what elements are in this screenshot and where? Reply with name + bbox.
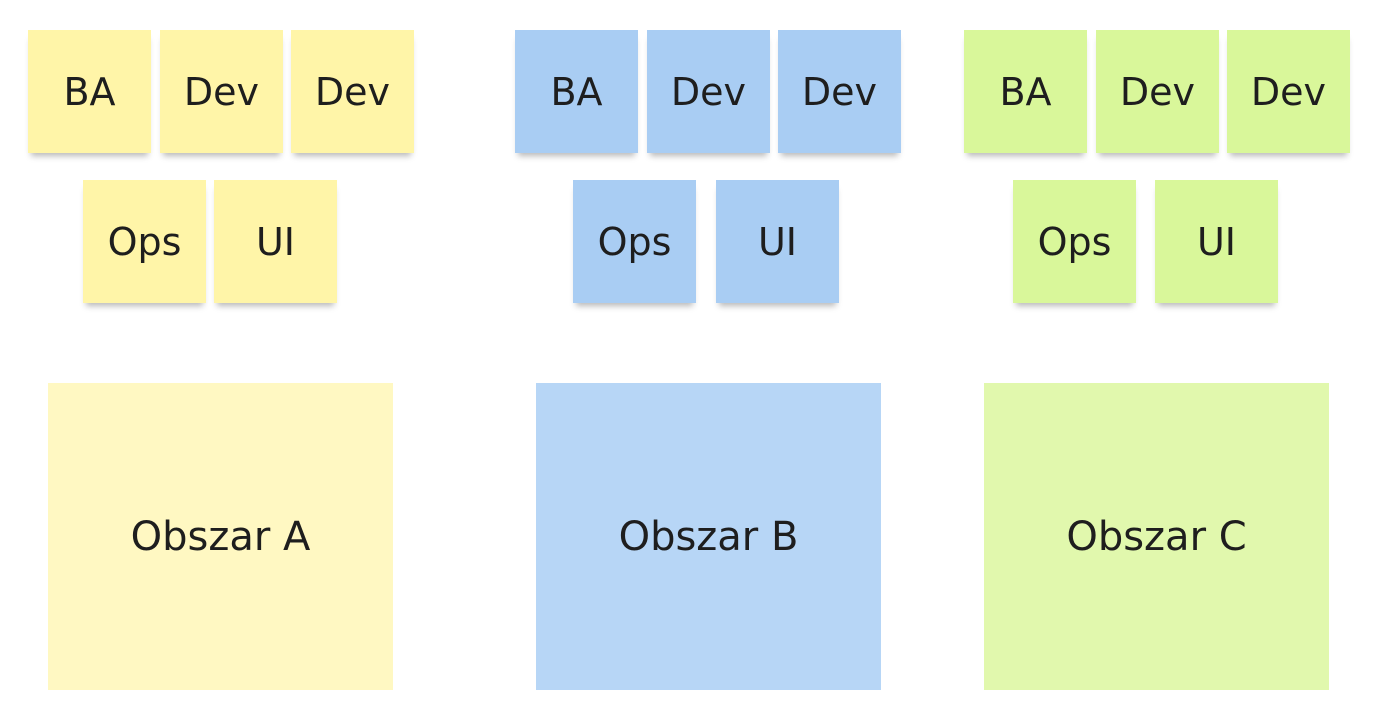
sticky-note-label: Dev [1119,69,1196,114]
sticky-note-label: UI [1196,219,1237,264]
area-b[interactable]: Obszar B [536,383,881,690]
sticky-note-ba-b[interactable]: BA [515,30,638,153]
sticky-note-label: Dev [183,69,260,114]
area-label: Obszar A [130,513,311,560]
sticky-note-ui-c[interactable]: UI [1155,180,1278,303]
sticky-note-label: BA [999,69,1052,114]
sticky-note-label: UI [757,219,798,264]
sticky-note-ops-a[interactable]: Ops [83,180,206,303]
sticky-note-dev-a-2[interactable]: Dev [291,30,414,153]
sticky-note-ui-a[interactable]: UI [214,180,337,303]
sticky-note-dev-a-1[interactable]: Dev [160,30,283,153]
sticky-note-label: Ops [107,219,182,264]
sticky-note-dev-b-1[interactable]: Dev [647,30,770,153]
area-a[interactable]: Obszar A [48,383,393,690]
sticky-note-ops-b[interactable]: Ops [573,180,696,303]
sticky-note-ui-b[interactable]: UI [716,180,839,303]
sticky-note-label: Ops [1037,219,1112,264]
sticky-note-dev-b-2[interactable]: Dev [778,30,901,153]
sticky-note-label: Dev [314,69,391,114]
sticky-note-label: Dev [670,69,747,114]
sticky-note-dev-c-2[interactable]: Dev [1227,30,1350,153]
sticky-note-ops-c[interactable]: Ops [1013,180,1136,303]
sticky-note-label: Dev [1250,69,1327,114]
sticky-note-label: BA [63,69,116,114]
sticky-note-label: Ops [597,219,672,264]
area-c[interactable]: Obszar C [984,383,1329,690]
area-label: Obszar C [1066,513,1247,560]
area-label: Obszar B [618,513,799,560]
sticky-note-ba-c[interactable]: BA [964,30,1087,153]
sticky-note-ba-a[interactable]: BA [28,30,151,153]
sticky-note-label: UI [255,219,296,264]
sticky-note-dev-c-1[interactable]: Dev [1096,30,1219,153]
sticky-note-label: Dev [801,69,878,114]
sticky-note-label: BA [550,69,603,114]
